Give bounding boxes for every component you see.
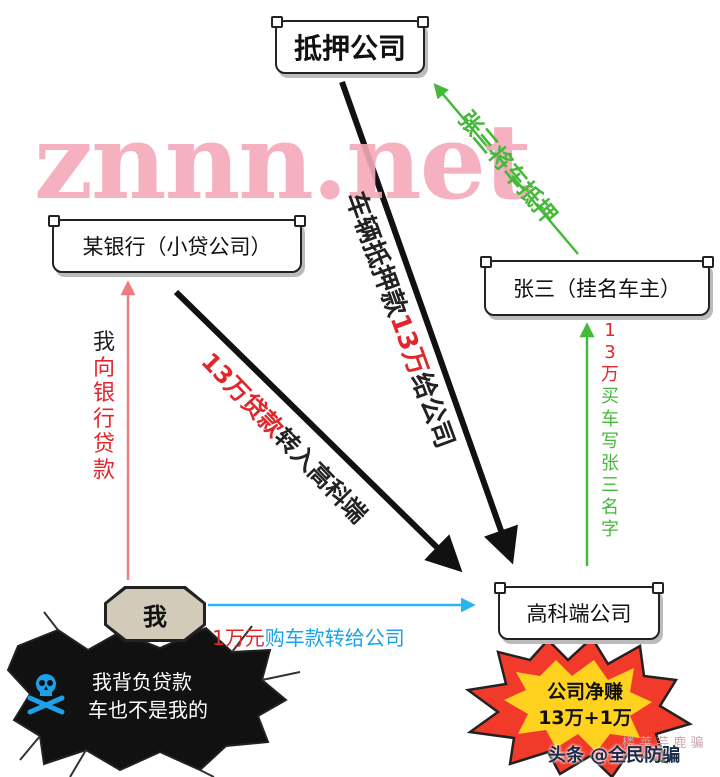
label-my-loan-char: 贷 <box>92 432 115 458</box>
arrow-bank-to-company <box>173 289 463 573</box>
node-gaokeduan-label: 高科端公司 <box>526 602 632 626</box>
footer-partial-text: 楼 莱 芸 鹿 骗 <box>622 736 704 751</box>
label-down-payment: 1万元购车款转给公司 <box>212 622 405 651</box>
node-zhangsan-label: 张三（挂名车主） <box>513 277 681 301</box>
label-buy-car-char: 3 <box>604 342 616 364</box>
arrow-zhangsan-to-pawn <box>433 83 579 255</box>
label-buy-car-char: 名 <box>601 497 619 518</box>
node-pawn-company-label: 抵押公司 <box>293 32 406 65</box>
skull-icon <box>27 674 65 715</box>
burst-me-line2: 车也不是我的 <box>88 698 208 722</box>
explosion-burst-right <box>464 636 694 777</box>
arrow-pawn-to-company <box>339 80 518 565</box>
label-buy-car-char: 张 <box>601 452 619 474</box>
label-my-loan-first: 我 <box>92 330 115 355</box>
burst-company-text: 公司净赚 13万+1万 <box>510 680 660 731</box>
footer-credit: 头条 @全民防骗 <box>548 741 680 767</box>
watermark-text: znnn.net <box>34 100 532 223</box>
label-buy-car-char: 字 <box>601 519 619 541</box>
node-me: 我 <box>104 586 206 642</box>
label-buy-car-char: 车 <box>601 408 619 430</box>
label-buy-car-char: 三 <box>601 474 619 496</box>
label-my-loan: 我 向银行贷款 <box>91 330 117 483</box>
label-my-loan-char: 行 <box>92 406 115 432</box>
burst-company-line2: 13万+1万 <box>538 706 632 729</box>
burst-me-line1: 我背负贷款 <box>92 670 192 694</box>
label-buy-car-char: 买 <box>601 386 619 408</box>
node-me-label: 我 <box>143 602 167 631</box>
footer-credit-text: 头条 @全民防骗 <box>548 745 681 766</box>
label-buy-car-char: 写 <box>601 430 619 452</box>
label-buy-car-char: 万 <box>601 364 619 386</box>
label-buy-car-text: 买车写张三名字 <box>601 386 619 541</box>
label-my-loan-rest: 向银行贷款 <box>93 356 115 484</box>
node-pawn-company: 抵押公司 <box>271 16 429 74</box>
label-my-loan-char: 向 <box>92 355 115 381</box>
node-bank: 某银行（小贷公司） <box>48 215 306 273</box>
node-zhangsan: 张三（挂名车主） <box>480 256 714 316</box>
label-down-payment-suffix: 购车款转给公司 <box>264 626 405 650</box>
label-my-loan-char: 款 <box>92 457 115 483</box>
label-buy-car-char: 1 <box>604 320 616 341</box>
node-gaokeduan: 高科端公司 <box>494 582 664 640</box>
label-down-payment-amount: 1万元 <box>212 626 265 650</box>
burst-me-text: 我背负贷款 车也不是我的 <box>88 668 248 724</box>
crack-burst-left <box>6 611 301 777</box>
node-bank-label: 某银行（小贷公司） <box>82 235 272 259</box>
label-my-loan-char: 银 <box>92 381 115 407</box>
burst-company-line1: 公司净赚 <box>546 681 623 703</box>
